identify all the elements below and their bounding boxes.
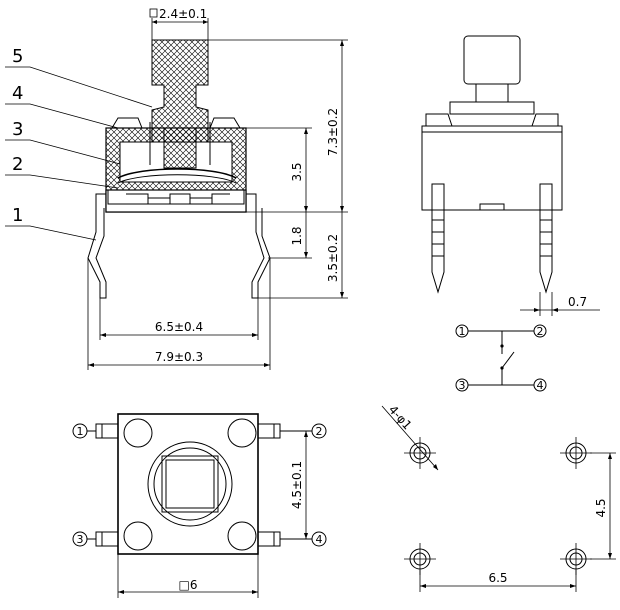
- hole-bottom-left: [404, 543, 436, 575]
- total-height-label: 7.3±0.2: [326, 108, 340, 156]
- circuit-schematic: 1 2 3 4: [455, 324, 547, 392]
- left-pin: [87, 193, 107, 299]
- overall-width-label: 7.9±0.3: [155, 350, 203, 364]
- pcb-footprint: 4-φ1 4.5 6.5: [381, 403, 616, 592]
- horizontal-dimensions: [87, 258, 271, 370]
- pin-span-label: 6.5±0.4: [155, 320, 203, 334]
- top-view: 1 2 3 4 4.5±0.1 □6: [72, 413, 327, 598]
- callout-4: 4: [12, 83, 23, 104]
- callout-5: 5: [12, 46, 23, 67]
- side-view: 0.7: [421, 35, 600, 316]
- top-pin-3: 3: [77, 533, 84, 546]
- callout-1: 1: [12, 205, 23, 226]
- body-height-label: 3.5: [290, 162, 304, 181]
- pad-pitch-label: 4.5±0.1: [290, 461, 304, 509]
- hole-bottom-right: [560, 543, 592, 575]
- right-pin: [246, 193, 271, 299]
- callout-leaders: [5, 66, 153, 241]
- top-width-dimension: 2.4±0.1: [149, 7, 209, 40]
- top-pin-1: 1: [77, 425, 84, 438]
- schematic-pin-3: 3: [459, 379, 466, 392]
- body-size-label: □6: [179, 578, 198, 592]
- top-pin-4: 4: [316, 533, 323, 546]
- pin-length-label: 3.5±0.2: [326, 234, 340, 282]
- hole-top-right: [560, 437, 592, 469]
- schematic-pin-1: 1: [459, 325, 466, 338]
- callout-2: 2: [12, 154, 23, 175]
- base-gap-label: 1.8: [290, 226, 304, 245]
- vertical-dimensions: [208, 39, 348, 299]
- top-width-label: 2.4±0.1: [159, 7, 207, 21]
- hole-pitch-vertical-label: 4.5: [594, 498, 608, 517]
- top-pin-2: 2: [316, 425, 323, 438]
- schematic-pin-2: 2: [537, 325, 544, 338]
- schematic-pin-4: 4: [537, 379, 544, 392]
- hole-pitch-horizontal-label: 6.5: [488, 571, 507, 585]
- dome-contact: [117, 168, 237, 184]
- hole-top-left: [404, 437, 436, 469]
- pin-thickness-label: 0.7: [568, 295, 587, 309]
- base: [105, 189, 247, 213]
- hole-diameter-label: 4-φ1: [386, 403, 415, 433]
- front-section-view: 5 4 3 2 1 2.4±0.1: [5, 7, 348, 370]
- callout-3: 3: [12, 119, 23, 140]
